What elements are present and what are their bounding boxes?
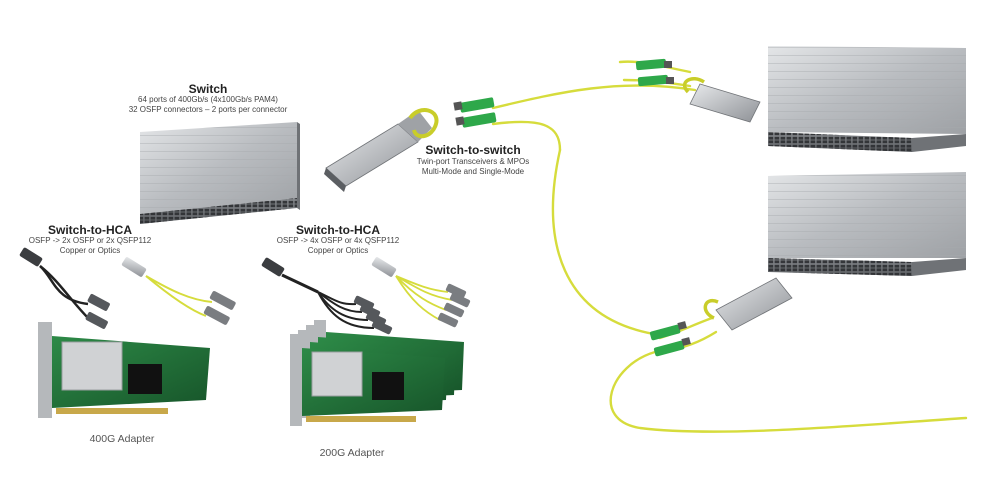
hca-left-title: Switch-to-HCA xyxy=(48,223,132,237)
adapter-400g-label: 400G Adapter xyxy=(89,433,155,445)
fiber-center-loop xyxy=(551,148,662,337)
top-right-mpo-connectors xyxy=(635,58,674,87)
switch-spec-line-2: 32 OSFP connectors – 2 ports per connect… xyxy=(128,105,288,114)
aoc-4x-optic-cable xyxy=(371,257,471,328)
bottom-right-transceiver xyxy=(703,277,793,331)
fiber-bottom-run xyxy=(609,350,968,433)
right-switch-top xyxy=(768,46,966,152)
aoc-2x-optic-cable xyxy=(121,257,236,325)
s2s-title: Switch-to-switch xyxy=(425,143,521,157)
hca-right-line-2: Copper or Optics xyxy=(307,246,369,255)
bottom-right-mpo-connectors xyxy=(649,321,691,357)
hca-left-line-2: Copper or Optics xyxy=(59,246,121,255)
adapter-400g xyxy=(38,322,210,418)
center-mpo-connectors xyxy=(453,97,497,128)
s2s-line-2: Multi-Mode and Single-Mode xyxy=(421,167,525,176)
adapter-200g-label: 200G Adapter xyxy=(319,447,385,459)
top-right-transceiver xyxy=(682,77,761,123)
center-transceiver xyxy=(324,108,439,192)
dac-4x-copper-cable xyxy=(261,257,393,335)
right-switch-bottom xyxy=(768,172,966,276)
hca-right-line-1: OSFP -> 4x OSFP or 4x QSFP112 xyxy=(276,236,400,245)
fiber-to-top-right xyxy=(491,84,697,110)
switch-chassis xyxy=(140,122,300,224)
switch-title: Switch xyxy=(188,82,228,96)
dac-2x-copper-cable xyxy=(19,247,110,329)
switch-spec-line-1: 64 ports of 400Gb/s (4x100Gb/s PAM4) xyxy=(138,95,278,104)
hca-right-title: Switch-to-HCA xyxy=(296,223,380,237)
adapter-200g-stack xyxy=(290,320,464,426)
s2s-line-1: Twin-port Transceivers & MPOs xyxy=(416,157,530,166)
hca-left-line-1: OSFP -> 2x OSFP or 2x QSFP112 xyxy=(28,236,152,245)
